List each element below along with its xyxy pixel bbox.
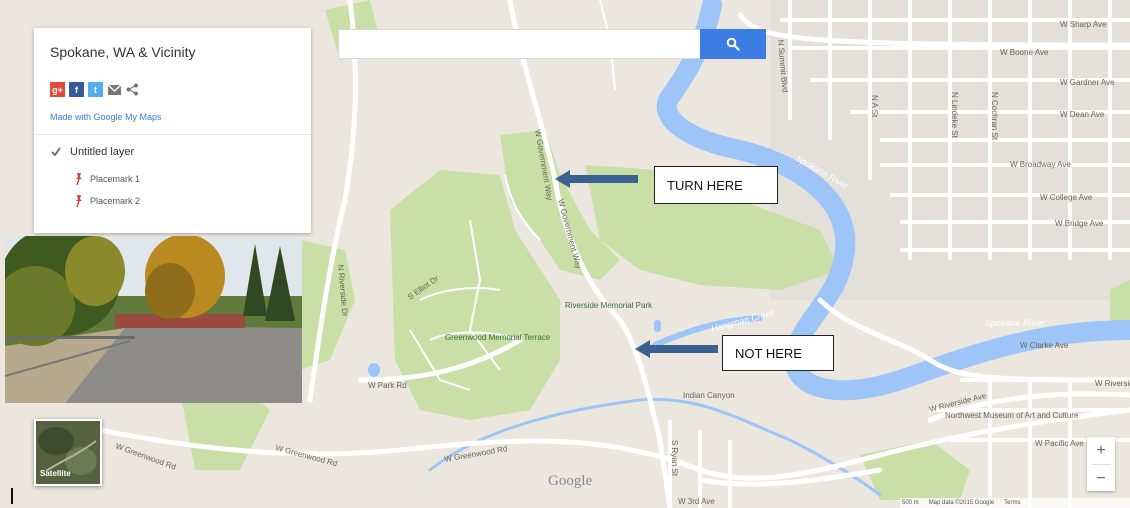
pond-west [368, 363, 380, 377]
search-input[interactable] [338, 29, 700, 59]
label-w-sharp-ave: W Sharp Ave [1060, 20, 1107, 29]
water-features [428, 0, 1130, 497]
scale-label: 500 m [902, 500, 919, 506]
w-park-rd [357, 337, 523, 383]
label-indian-canyon: Indian Canyon [683, 391, 735, 400]
government-way [507, 0, 673, 508]
hangman-creek [428, 397, 882, 497]
label-w-bridge-ave: W Bridge Ave [1055, 219, 1104, 228]
satellite-label: Satellite [40, 469, 71, 478]
pushpin-icon [76, 195, 82, 208]
street-view-photo [5, 236, 302, 403]
zoom-in-button[interactable]: + [1096, 441, 1106, 459]
label-n-cochran-st: N Cochran St [990, 92, 999, 141]
made-with-link[interactable]: Made with Google My Maps [50, 112, 162, 122]
label-w-boone-ave: W Boone Ave [1000, 48, 1049, 57]
label-w-dean-ave: W Dean Ave [1060, 110, 1105, 119]
placemark-label: Placemark 1 [90, 174, 141, 184]
email-icon[interactable] [107, 84, 122, 96]
map-title: Spokane, WA & Vicinity [50, 44, 196, 60]
terms-link[interactable]: Terms [1004, 500, 1021, 506]
annotation-arrows [555, 170, 718, 358]
label-nw-museum: Northwest Museum of Art and Culture [945, 411, 1079, 420]
text-cursor [11, 488, 13, 504]
label-riverside-memorial-park: Riverside Memorial Park [565, 301, 653, 310]
search-icon [726, 37, 740, 51]
not-here-callout: NOT HERE [722, 335, 834, 371]
w-clarke-road [817, 297, 1130, 383]
search-bar [338, 29, 768, 61]
w-greenwood-rd [97, 407, 1130, 481]
google-plus-icon[interactable]: g+ [50, 82, 65, 97]
map-legend-panel: Spokane, WA & Vicinity g+ f t Made with … [34, 28, 311, 233]
not-here-arrow [635, 340, 718, 358]
w-riverside-ave [927, 391, 1130, 423]
google-logo: Google [548, 473, 593, 489]
pond-park [654, 320, 661, 332]
w-boone-road [737, 12, 1130, 48]
placemark-item-2[interactable]: Placemark 2 [74, 194, 140, 208]
placemark-label: Placemark 2 [90, 196, 141, 206]
share-icon[interactable] [126, 83, 139, 96]
checkbox-checked-icon[interactable] [50, 146, 62, 158]
label-w-college-ave: W College Ave [1040, 193, 1093, 202]
twitter-icon[interactable]: t [88, 82, 103, 97]
turn-here-callout: TURN HERE [654, 166, 778, 204]
layer-row[interactable]: Untitled layer [50, 146, 134, 158]
label-w-pacific-ave: W Pacific Ave [1035, 439, 1084, 448]
label-w-3rd-ave: W 3rd Ave [678, 497, 715, 506]
label-w-gardner-ave: W Gardner Ave [1060, 78, 1115, 87]
zoom-separator [1091, 464, 1111, 465]
map-attribution: 500 m Map data ©2015 Google Terms [900, 498, 1130, 508]
label-s-ryan-st: S Ryan St [670, 440, 679, 477]
satellite-toggle[interactable]: Satellite [34, 419, 102, 486]
satellite-thumbnail [36, 421, 100, 484]
facebook-icon[interactable]: f [69, 82, 84, 97]
spokane-river [656, 0, 1130, 401]
park-west [300, 240, 355, 370]
zoom-out-button[interactable]: − [1096, 469, 1106, 487]
map-data-label: Map data ©2015 Google [928, 500, 995, 506]
pushpin-icon [76, 173, 82, 186]
panel-divider [34, 134, 311, 135]
hangman-creek-upper [652, 315, 763, 348]
turn-here-arrow [555, 170, 638, 188]
layer-name: Untitled layer [70, 146, 135, 158]
main-roads [97, 0, 1130, 508]
street-view-image [5, 236, 302, 403]
share-buttons: g+ f t [50, 82, 139, 97]
label-w-park-rd: W Park Rd [368, 381, 407, 390]
search-button[interactable] [700, 29, 766, 59]
label-n-a-st: N A St [870, 95, 879, 118]
w-riverside-south [697, 467, 883, 487]
placemark-item-1[interactable]: Placemark 1 [74, 172, 140, 186]
label-w-broadway-ave: W Broadway Ave [1010, 160, 1071, 169]
park-east [1110, 280, 1130, 330]
riverside-memorial-park-area [585, 165, 840, 290]
label-n-lindeke-st: N Lindeke St [950, 92, 959, 139]
label-w-riverside-ave-2: W Riverside Ave [1095, 379, 1130, 388]
cemetery-roads [409, 0, 616, 391]
greenwood-park [390, 170, 560, 420]
label-w-clarke-ave: W Clarke Ave [1020, 341, 1069, 350]
label-greenwood-memorial-terrace: Greenwood Memorial Terrace [445, 333, 551, 342]
zoom-controls: + − [1087, 437, 1115, 491]
label-spokane-river-2: Spokane River [985, 318, 1045, 328]
n-riverside-dr [307, 0, 358, 403]
